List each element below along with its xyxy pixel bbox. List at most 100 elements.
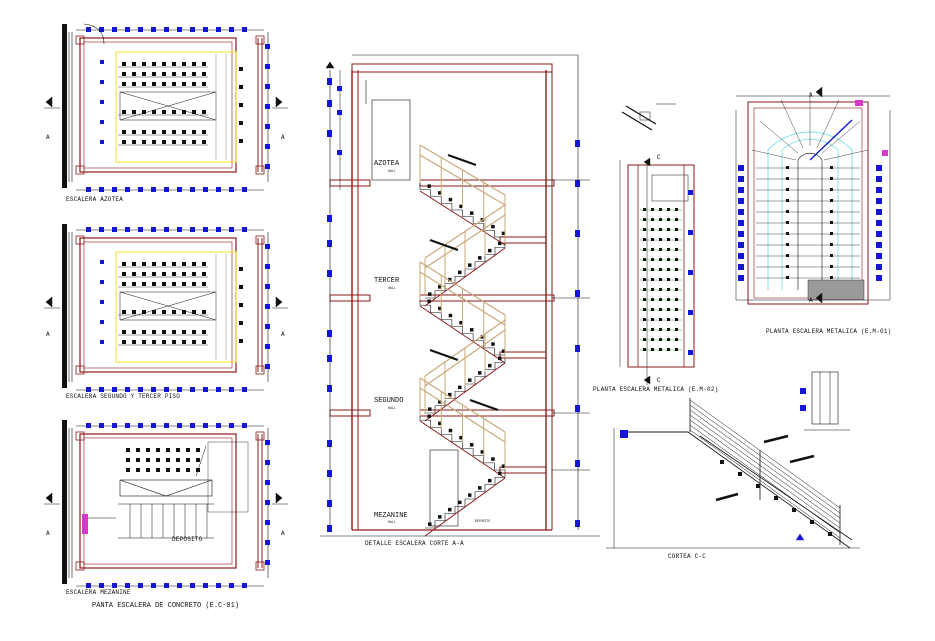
dimension-tick (575, 290, 580, 297)
tread-mark (166, 458, 170, 462)
tread-mark (468, 378, 472, 382)
handrail-bar (689, 424, 841, 534)
tread-mark (192, 340, 196, 344)
tread-mark (478, 486, 482, 490)
plan-segundo-tercer (44, 224, 288, 392)
tread-mark (830, 166, 833, 169)
tread-mark (196, 448, 200, 452)
dimension-tick (100, 120, 104, 124)
dimension-tick (738, 275, 744, 281)
tread-mark (659, 288, 662, 291)
handrail-bar (689, 404, 841, 514)
tread-mark (172, 62, 176, 66)
dimension-tick (100, 60, 104, 64)
dimension-tick (265, 124, 270, 129)
tread-mark (427, 299, 431, 304)
tread-mark (132, 130, 136, 134)
wall-outline (627, 164, 695, 368)
tread-mark (192, 272, 196, 276)
dimension-tick (203, 27, 208, 32)
plan-metal-em01-caption: PLANTA ESCALERA METALICA (E.M-01) (766, 328, 891, 335)
dimension-tick (86, 227, 91, 232)
dimension-tick (125, 387, 130, 392)
radial-tread (751, 149, 797, 161)
tread-mark (202, 262, 206, 266)
stair-slab (419, 420, 506, 479)
dimension-tick (190, 387, 195, 392)
dimension-tick (265, 440, 270, 445)
column (62, 24, 67, 188)
dimension-tick (327, 270, 332, 277)
dimension-tick (620, 430, 628, 438)
tread-mark (830, 210, 833, 213)
dimension-tick (265, 284, 270, 289)
tread-mark (675, 298, 678, 301)
handrail-bar (689, 409, 841, 519)
axis-marker (643, 157, 651, 167)
tread-mark (182, 330, 186, 334)
dimension-tick (876, 198, 882, 204)
dimension-tick (738, 264, 744, 270)
tread-mark (152, 272, 156, 276)
tread-mark (186, 468, 190, 472)
column (75, 235, 85, 245)
axis-label-c: C (657, 377, 661, 384)
tread-mark (659, 248, 662, 251)
stair-outline (115, 51, 237, 163)
tread-mark (132, 82, 136, 86)
tread-mark (172, 282, 176, 286)
callout-tag (715, 492, 739, 502)
tread-mark (667, 288, 670, 291)
dimension-tick (738, 198, 744, 204)
column (75, 35, 85, 45)
callout-tag (763, 434, 789, 444)
tread-mark (122, 130, 126, 134)
dimension-tick (327, 240, 332, 247)
tread-mark (146, 468, 150, 472)
tread-mark (667, 348, 670, 351)
landing-slab (499, 351, 547, 359)
tread-mark (651, 238, 654, 241)
column (255, 365, 265, 375)
tread-mark (786, 243, 789, 246)
tread-mark (122, 82, 126, 86)
dimension-tick (216, 187, 221, 192)
tread-mark (469, 328, 474, 332)
tread-mark (202, 130, 206, 134)
tread-mark (667, 258, 670, 261)
level-name-azotea: AZOTEA (374, 160, 400, 168)
tread-mark (192, 72, 196, 76)
dimension-tick (688, 230, 693, 235)
tread-mark (182, 72, 186, 76)
axis-marker (275, 96, 283, 108)
tread-mark (239, 85, 243, 89)
dimension-tick (164, 187, 169, 192)
tread-mark (675, 278, 678, 281)
plan-metal-em02 (619, 157, 695, 385)
dimension-tick (575, 460, 580, 467)
tread-mark (122, 340, 126, 344)
dimension-tick (190, 187, 195, 192)
tread-mark (122, 72, 126, 76)
tread-mark (786, 276, 789, 279)
tread-mark (132, 340, 136, 344)
tread-mark (152, 140, 156, 144)
tread-mark (122, 110, 126, 114)
tread-mark (675, 218, 678, 221)
dimension-tick (738, 242, 744, 248)
tread-mark (667, 208, 670, 211)
floor-slab (419, 294, 555, 302)
door-area (207, 441, 249, 513)
hall-label: HALL (388, 286, 396, 290)
plan-azotea-title: ESCALERA AZOTEA (66, 196, 123, 203)
tread-mark (675, 308, 678, 311)
dimension-tick (242, 27, 247, 32)
tread-mark (774, 496, 778, 500)
tread-mark (122, 262, 126, 266)
wall-inner (83, 241, 233, 369)
tread-mark (786, 210, 789, 213)
tread-mark (239, 285, 243, 289)
tread-mark (142, 140, 146, 144)
tread-mark (643, 258, 646, 261)
